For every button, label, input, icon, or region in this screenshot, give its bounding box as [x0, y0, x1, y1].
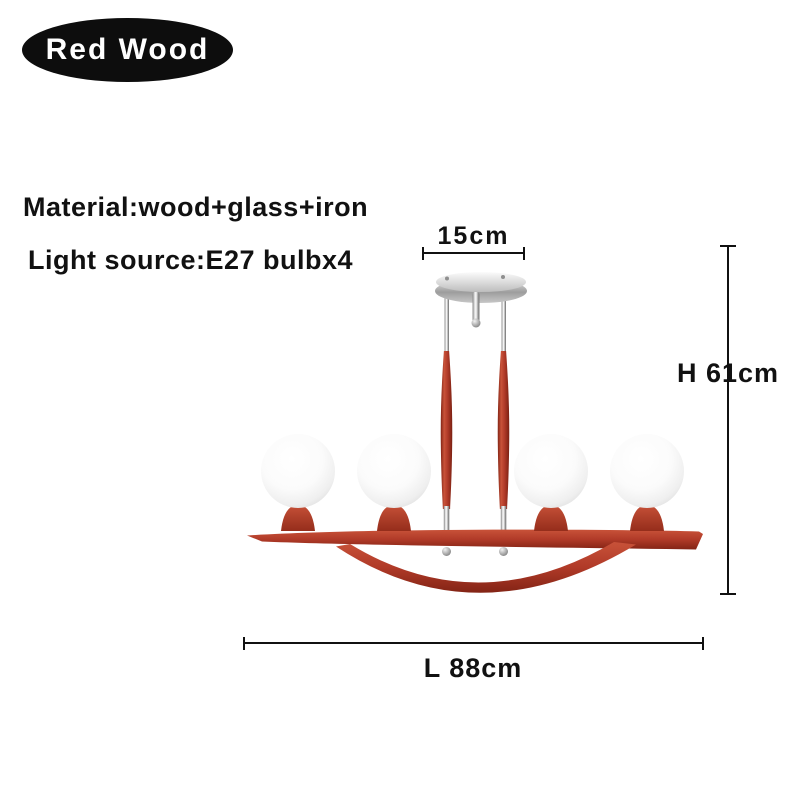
hanging-rod-right-wood: [497, 351, 510, 509]
bulb-holder-3: [534, 504, 568, 531]
canopy-top: [436, 272, 526, 292]
hanging-rod-left-chrome-lower: [443, 506, 450, 532]
center-stem-tip: [471, 318, 481, 328]
rod-finial-ball-left: [442, 547, 451, 556]
rod-finial-ball-right: [499, 547, 508, 556]
support-arc: [336, 542, 636, 593]
canopy-screw: [445, 276, 449, 281]
hanging-rod-left-chrome-upper: [444, 283, 449, 353]
bulb-holder-4: [630, 504, 664, 531]
canopy-width-label: 15cm: [437, 222, 510, 250]
length-line: [243, 636, 704, 650]
glass-globe-2: [357, 434, 431, 508]
bulb-holder-2: [377, 504, 411, 531]
bulb-holder-1: [281, 504, 315, 531]
canopy-screw: [501, 275, 505, 279]
color-variant-badge: Red Wood: [22, 18, 233, 82]
badge-label: Red Wood: [45, 33, 210, 66]
glass-globe-3: [514, 434, 588, 508]
center-stem-rod: [472, 292, 480, 322]
material-spec-text: Material:wood+glass+iron: [23, 192, 369, 222]
center-stem: [471, 292, 481, 328]
glass-globe-4: [610, 434, 684, 508]
height-line: [720, 245, 736, 595]
hanging-rod-right-chrome-upper: [501, 283, 506, 353]
height-label: H 61cm: [676, 358, 780, 388]
light-source-spec-text: Light source:E27 bulbx4: [28, 245, 354, 275]
glass-globe-1: [261, 434, 335, 508]
support-bar: [247, 529, 703, 550]
hanging-rod-left-wood: [440, 351, 453, 509]
canopy-width-line: [422, 246, 525, 260]
length-label: L 88cm: [423, 653, 523, 683]
hanging-rod-right-chrome-lower: [500, 506, 507, 532]
ceiling-canopy: [435, 272, 527, 303]
